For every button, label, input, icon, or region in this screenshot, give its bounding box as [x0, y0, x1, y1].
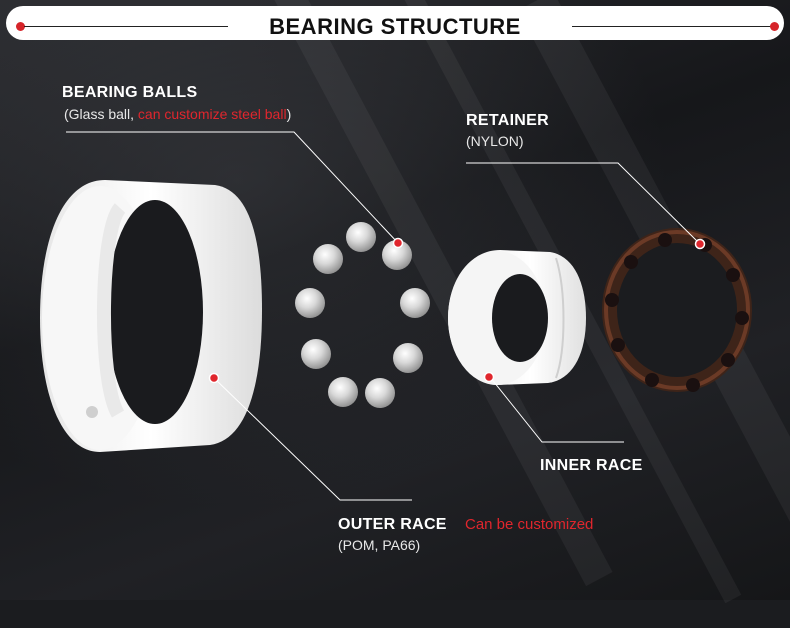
retainer-title: RETAINER — [466, 112, 549, 129]
ball — [295, 288, 325, 318]
pointer-dots — [208, 237, 706, 384]
page-title: BEARING STRUCTURE — [269, 14, 521, 39]
leader-bearing-balls — [66, 131, 399, 244]
ball — [301, 339, 331, 369]
ball — [400, 288, 430, 318]
retainer-cage — [602, 228, 752, 392]
pointer-dot-inner-race — [483, 371, 495, 383]
leader-retainer — [466, 162, 701, 245]
ball — [365, 378, 395, 408]
outer-race-title: OUTER RACE — [338, 516, 447, 533]
leader-lines — [66, 131, 701, 501]
pointer-dot-outer-race — [208, 372, 220, 384]
pointer-dot-retainer — [694, 238, 706, 250]
bearing-balls-note-prefix: (Glass ball, — [64, 106, 138, 122]
ball — [382, 240, 412, 270]
retainer-material: (NYLON) — [466, 133, 524, 149]
leader-inner-race — [489, 376, 624, 443]
bearing-balls-note-suffix: ) — [286, 106, 292, 122]
ball — [346, 222, 376, 252]
outer-race — [40, 180, 262, 452]
banner-left-line — [24, 26, 228, 27]
banner-right-line — [572, 26, 772, 27]
banner-right-dot — [770, 22, 779, 31]
outer-race-note: Can be customized — [465, 516, 594, 533]
inner-race — [448, 250, 586, 385]
bearing-balls-note: (Glass ball, can customize steel ball) — [64, 106, 291, 122]
inner-race-title: INNER RACE — [540, 457, 643, 474]
outer-race-material: (POM, PA66) — [338, 537, 421, 553]
title-banner: BEARING STRUCTURE — [6, 6, 784, 40]
ball — [328, 377, 358, 407]
bearing-exploded-illustration — [40, 131, 752, 501]
ball — [393, 343, 423, 373]
bearing-balls-title: BEARING BALLS — [62, 84, 198, 101]
leader-outer-race — [213, 377, 412, 501]
ball — [313, 244, 343, 274]
pointer-dot-balls — [392, 237, 404, 249]
banner-left-dot — [16, 22, 25, 31]
bearing-balls-note-highlight: can customize steel ball — [137, 106, 287, 122]
bearing-balls — [295, 222, 430, 408]
